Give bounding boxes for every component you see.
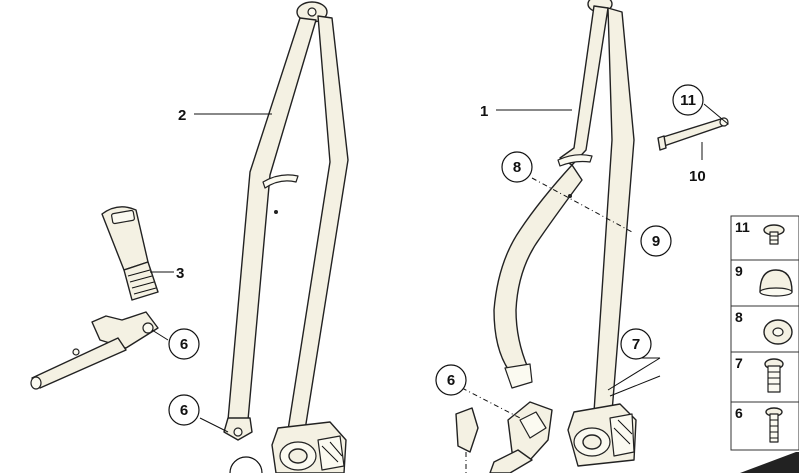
buckle-cable-tube: [31, 337, 127, 389]
retractor-ribs-left: [321, 441, 343, 463]
callout-circle-6-bottom-left: [168, 394, 200, 426]
leader-7-b: [607, 357, 661, 391]
retractor-housing-right: [609, 413, 635, 457]
belt-guide-loop-left: [262, 174, 299, 189]
legend-label-9: 9: [735, 263, 743, 279]
callout-circle-6-left: [168, 328, 200, 360]
legend-label-8: 8: [735, 309, 743, 325]
callout-11: 11: [680, 92, 696, 109]
belt-guide-loop-right: [557, 154, 593, 167]
leader-8-9: [531, 177, 633, 233]
leader-11: [703, 103, 729, 125]
leader-7-c: [609, 375, 661, 397]
retractor-housing-left: [317, 435, 345, 471]
seat-belt-left-assembly: [223, 1, 349, 473]
leader-6-right: [461, 387, 521, 419]
buckle-bracket: [91, 311, 159, 349]
retractor-hub-left: [288, 448, 308, 464]
small-bracket: [455, 407, 479, 453]
upper-anchor-bolt-left: [307, 7, 317, 17]
legend-label-6: 6: [735, 405, 743, 421]
callout-circle-6-right: [435, 364, 467, 396]
callout-7: 7: [632, 336, 640, 353]
leader-6-left: [151, 329, 169, 341]
legend-box-7: [730, 351, 799, 403]
legend-footer-wedge: [740, 452, 799, 473]
belt-hole-right: [568, 194, 572, 198]
leader-lines: [150, 103, 729, 473]
mounting-strap: [659, 117, 729, 147]
belt-end-tongue-right: [504, 363, 533, 389]
buckle-tube-clip: [72, 348, 80, 356]
bolt-icon: [764, 358, 784, 393]
seat-belt-right-assembly: [493, 0, 637, 467]
legend-label-11: 11: [735, 219, 750, 235]
callout-8: 8: [513, 159, 521, 176]
bracket-part-10: [657, 117, 729, 151]
receiver-cable: [489, 449, 533, 473]
callout-9: 9: [652, 233, 660, 250]
buckle-assembly: [30, 206, 159, 390]
callout-circle-7: [620, 328, 652, 360]
retractor-ribs-right: [613, 419, 633, 445]
belt-hole-left: [274, 210, 278, 214]
buckle-receiver-slot: [519, 411, 547, 439]
callout-2: 2: [178, 107, 186, 124]
buckle-stalk-boot: [123, 261, 159, 301]
callouts: 2 3 6 6 1 8 9 11 10 7 6: [168, 84, 706, 426]
buckle-tube-end: [30, 376, 42, 390]
callout-circle-11: [672, 84, 704, 116]
callout-circle-8: [501, 151, 533, 183]
legend-label-7: 7: [735, 355, 743, 371]
receiver-assembly: [455, 401, 553, 473]
callout-6-right: 6: [447, 372, 455, 389]
callout-circle-9: [640, 225, 672, 257]
callout-6-bottom-left: 6: [180, 402, 188, 419]
belt-webbing-upper-right: [559, 5, 609, 166]
small-parts-legend: 11 9 8 7 6: [730, 215, 799, 473]
cap-icon: [759, 269, 793, 297]
buckle-bracket-bolt: [142, 322, 154, 334]
callout-3: 3: [176, 265, 184, 282]
screw-icon: [765, 407, 783, 443]
mounting-strap-hole: [719, 117, 729, 127]
mounting-strap-end: [657, 135, 667, 151]
washer-icon: [763, 319, 793, 345]
callout-10: 10: [689, 168, 706, 185]
buckle-boot-ribs: [127, 269, 157, 295]
callout-1: 1: [480, 103, 488, 120]
leader-6-bottom-left: [199, 417, 229, 433]
callout-6-left: 6: [180, 336, 188, 353]
trim-clip-icon: [763, 224, 785, 245]
legend-box-6: [730, 401, 799, 451]
callout-circle-partial: [229, 456, 263, 473]
retractor-hub-right: [582, 434, 602, 450]
end-fitting-hole-left: [233, 427, 243, 437]
buckle-release-button: [111, 209, 135, 225]
